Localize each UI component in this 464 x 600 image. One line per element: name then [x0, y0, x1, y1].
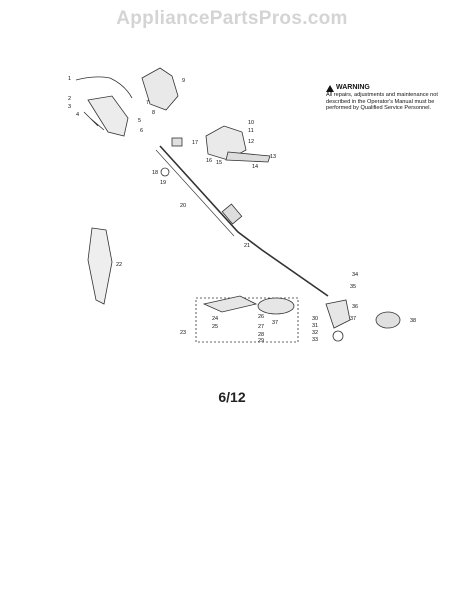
- warning-triangle-icon: [326, 84, 334, 92]
- callout-36: 36: [352, 304, 358, 310]
- callout-33: 33: [312, 337, 318, 343]
- callout-19: 19: [160, 180, 166, 186]
- callout-5: 5: [138, 118, 141, 124]
- callout-15: 15: [216, 160, 222, 166]
- handle-half-part: [87, 95, 129, 137]
- callout-13: 13: [270, 154, 276, 160]
- callout-17: 17: [192, 140, 198, 146]
- callout-30: 30: [312, 316, 318, 322]
- page-number: 6/12: [218, 389, 246, 405]
- spool-cap-part: [375, 311, 401, 329]
- warning-title: WARNING: [336, 84, 370, 91]
- warning-notice: WARNING All repairs, adjustments and mai…: [326, 84, 438, 112]
- callout-27: 27: [258, 324, 264, 330]
- callout-20: 20: [180, 203, 186, 209]
- callout-2: 2: [68, 96, 71, 102]
- callout-37b: 37: [272, 320, 278, 326]
- clamp-part: [171, 137, 183, 147]
- handle-housing-part: [141, 67, 179, 111]
- engine-cover-part: [205, 125, 247, 161]
- watermark: AppliancePartsPros.com: [116, 8, 348, 29]
- main-shaft-part: [159, 145, 329, 297]
- main-shaft-edge-part: [155, 149, 235, 237]
- callout-31: 31: [312, 323, 318, 329]
- warning-title-row: WARNING: [326, 84, 438, 92]
- shaft-coupler-part: [221, 203, 243, 225]
- guard-plate-part: [257, 297, 295, 315]
- callout-14: 14: [252, 164, 258, 170]
- warning-text: All repairs, adjustments and maintenance…: [326, 92, 438, 112]
- callout-32: 32: [312, 330, 318, 336]
- spool-nut-part: [332, 330, 344, 342]
- bracket-part: [225, 151, 271, 163]
- callout-9: 9: [182, 78, 185, 84]
- callout-22: 22: [116, 262, 122, 268]
- assembly-box-part: [195, 297, 299, 343]
- spool-housing-part: [325, 299, 351, 329]
- callout-21: 21: [244, 243, 250, 249]
- callout-23: 23: [180, 330, 186, 336]
- callout-28: 28: [258, 332, 264, 338]
- shield-part: [87, 227, 113, 305]
- callout-29: 29: [258, 338, 264, 344]
- callout-10: 10: [248, 120, 254, 126]
- throttle-cable-part: [75, 76, 133, 99]
- screw-set-part: [83, 111, 105, 131]
- callout-38: 38: [410, 318, 416, 324]
- callout-12: 12: [248, 139, 254, 145]
- callout-8: 8: [152, 110, 155, 116]
- gearbox-part: [202, 295, 258, 313]
- callout-7: 7: [146, 100, 149, 106]
- callout-1: 1: [68, 76, 71, 82]
- callout-25: 25: [212, 324, 218, 330]
- callout-35: 35: [350, 284, 356, 290]
- callout-labels: 1 2 3 4 5 6 7 8 9 10 11 12 13 14 15 16 1…: [68, 76, 416, 344]
- knob-part: [160, 167, 170, 177]
- callout-24: 24: [212, 316, 218, 322]
- callout-16: 16: [206, 158, 212, 164]
- callout-6: 6: [140, 128, 143, 134]
- callout-11: 11: [248, 128, 254, 134]
- callout-4: 4: [76, 112, 79, 118]
- callout-26: 26: [258, 314, 264, 320]
- callout-3: 3: [68, 104, 71, 110]
- callout-37: 37: [350, 316, 356, 322]
- callout-18: 18: [152, 170, 158, 176]
- callout-34: 34: [352, 272, 358, 278]
